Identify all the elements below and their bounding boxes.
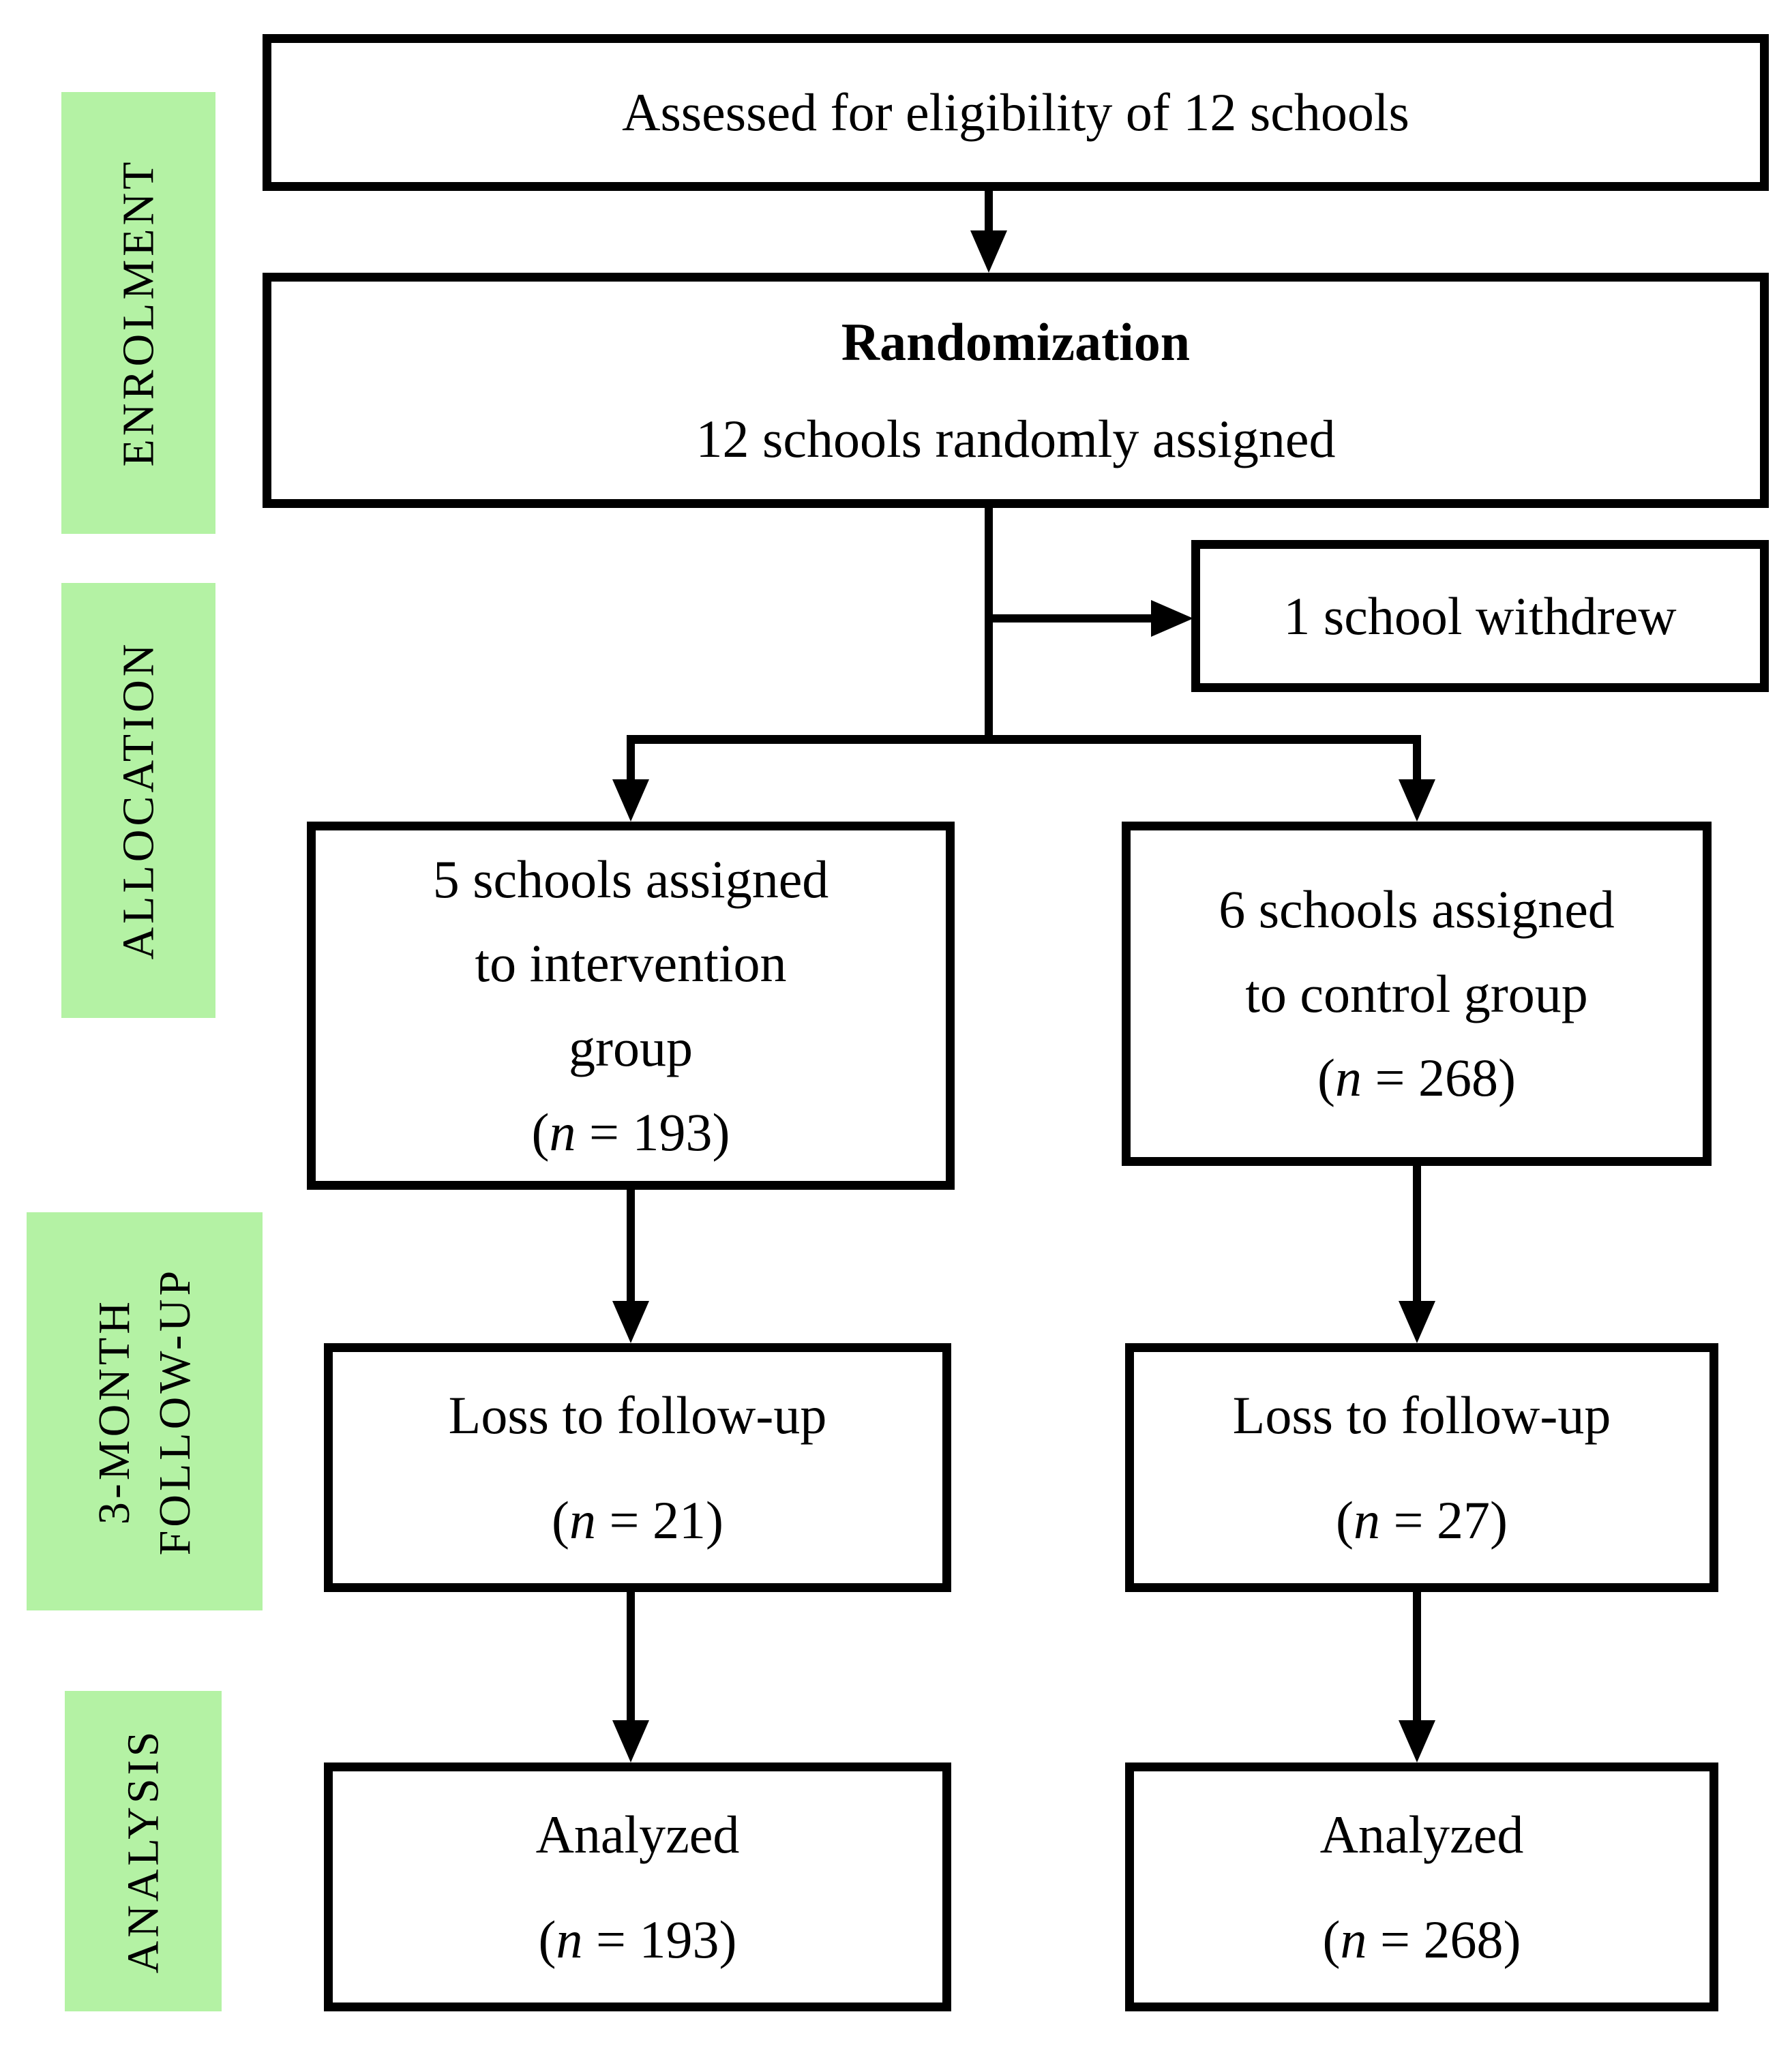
n-symbol: n: [1335, 1048, 1362, 1108]
stage-label-enrolment-text: ENROLMENT: [113, 159, 164, 467]
connector-followup-to-analyzed-intervention: [627, 1592, 635, 1725]
box-allocation-intervention: 5 schools assigned to intervention group…: [307, 822, 955, 1190]
paren-open: (: [531, 1102, 550, 1162]
stage-label-enrolment: ENROLMENT: [61, 92, 215, 534]
box-allocation-control-line2: to control group: [1245, 963, 1588, 1023]
box-analyzed-control-n: (n = 268): [1323, 1909, 1521, 1970]
box-assessed-eligibility: Assessed for eligibility of 12 schools: [263, 34, 1769, 191]
box-followup-intervention-n: (n = 21): [552, 1490, 723, 1551]
stage-label-followup-line1: 3-MONTH: [89, 1298, 139, 1525]
paren-open: (: [1322, 1909, 1341, 1969]
connector-assessed-to-randomization: [985, 191, 993, 232]
box-randomization-title: Randomization: [841, 312, 1191, 372]
n-symbol: n: [569, 1490, 596, 1550]
arrowhead-down-control: [1399, 779, 1435, 822]
box-school-withdrew-text: 1 school withdrew: [1283, 586, 1677, 646]
box-allocation-intervention-line2: to intervention: [475, 933, 787, 993]
box-followup-intervention: Loss to follow-up (n = 21): [324, 1343, 951, 1592]
box-allocation-intervention-line1: 5 schools assigned: [432, 849, 829, 909]
connector-control-to-followup: [1413, 1166, 1421, 1306]
box-analyzed-intervention-n: (n = 193): [539, 1909, 737, 1970]
n-value: = 193): [582, 1909, 737, 1969]
paren-open: (: [1317, 1048, 1335, 1108]
arrowhead-down-followup-intervention: [612, 1301, 649, 1343]
connector-randomization-to-branch: [985, 508, 993, 743]
n-symbol: n: [556, 1909, 583, 1969]
box-allocation-control-line1: 6 schools assigned: [1219, 879, 1615, 939]
box-allocation-intervention-n: (n = 193): [532, 1102, 730, 1163]
box-followup-control-n: (n = 27): [1336, 1490, 1508, 1551]
box-randomization: Randomization 12 schools randomly assign…: [263, 273, 1769, 508]
box-allocation-intervention-line3: group: [569, 1018, 693, 1077]
stage-label-analysis: ANALYSIS: [65, 1691, 222, 2011]
box-analyzed-intervention: Analyzed (n = 193): [324, 1762, 951, 2011]
connector-branch-to-control: [1413, 735, 1421, 781]
n-symbol: n: [1340, 1909, 1367, 1969]
paren-open: (: [552, 1490, 569, 1550]
arrowhead-down-followup-control: [1399, 1301, 1435, 1343]
n-value: = 193): [576, 1102, 730, 1162]
stage-label-analysis-text: ANALYSIS: [118, 1728, 168, 1974]
box-analyzed-control: Analyzed (n = 268): [1125, 1762, 1718, 2011]
stage-label-allocation-text: ALLOCATION: [113, 641, 164, 960]
connector-branch-horizontal: [627, 735, 1421, 744]
n-symbol: n: [549, 1102, 576, 1162]
connector-to-withdrew: [989, 614, 1152, 622]
arrowhead-down-analyzed-control: [1399, 1720, 1435, 1762]
connector-followup-to-analyzed-control: [1413, 1592, 1421, 1725]
arrowhead-down-analyzed-intervention: [612, 1720, 649, 1762]
n-value: = 268): [1367, 1909, 1521, 1969]
arrowhead-down-intervention: [612, 779, 649, 822]
box-school-withdrew: 1 school withdrew: [1191, 540, 1769, 692]
connector-branch-to-intervention: [627, 735, 635, 781]
n-value: = 27): [1380, 1490, 1508, 1550]
stage-label-followup-text: 3-MONTH FOLLOW-UP: [84, 1268, 205, 1556]
box-allocation-control: 6 schools assigned to control group (n =…: [1122, 822, 1712, 1166]
box-followup-control-line1: Loss to follow-up: [1232, 1385, 1611, 1445]
paren-open: (: [1336, 1490, 1354, 1550]
paren-open: (: [538, 1909, 556, 1969]
stage-label-allocation: ALLOCATION: [61, 583, 215, 1018]
stage-label-followup-line2: FOLLOW-UP: [150, 1267, 200, 1556]
box-analyzed-control-line1: Analyzed: [1319, 1804, 1524, 1864]
n-value: = 268): [1362, 1048, 1516, 1108]
box-analyzed-intervention-line1: Analyzed: [535, 1804, 740, 1864]
arrowhead-right-withdrew: [1151, 600, 1193, 637]
stage-label-followup: 3-MONTH FOLLOW-UP: [27, 1212, 263, 1610]
box-allocation-control-n: (n = 268): [1317, 1047, 1516, 1109]
n-value: = 21): [596, 1490, 723, 1550]
box-randomization-subtitle: 12 schools randomly assigned: [696, 408, 1336, 468]
arrowhead-down-randomization: [970, 230, 1007, 273]
box-assessed-eligibility-text: Assessed for eligibility of 12 schools: [622, 82, 1409, 142]
n-symbol: n: [1354, 1490, 1380, 1550]
box-followup-control: Loss to follow-up (n = 27): [1125, 1343, 1718, 1592]
box-followup-intervention-line1: Loss to follow-up: [448, 1385, 827, 1445]
connector-intervention-to-followup: [627, 1190, 635, 1306]
